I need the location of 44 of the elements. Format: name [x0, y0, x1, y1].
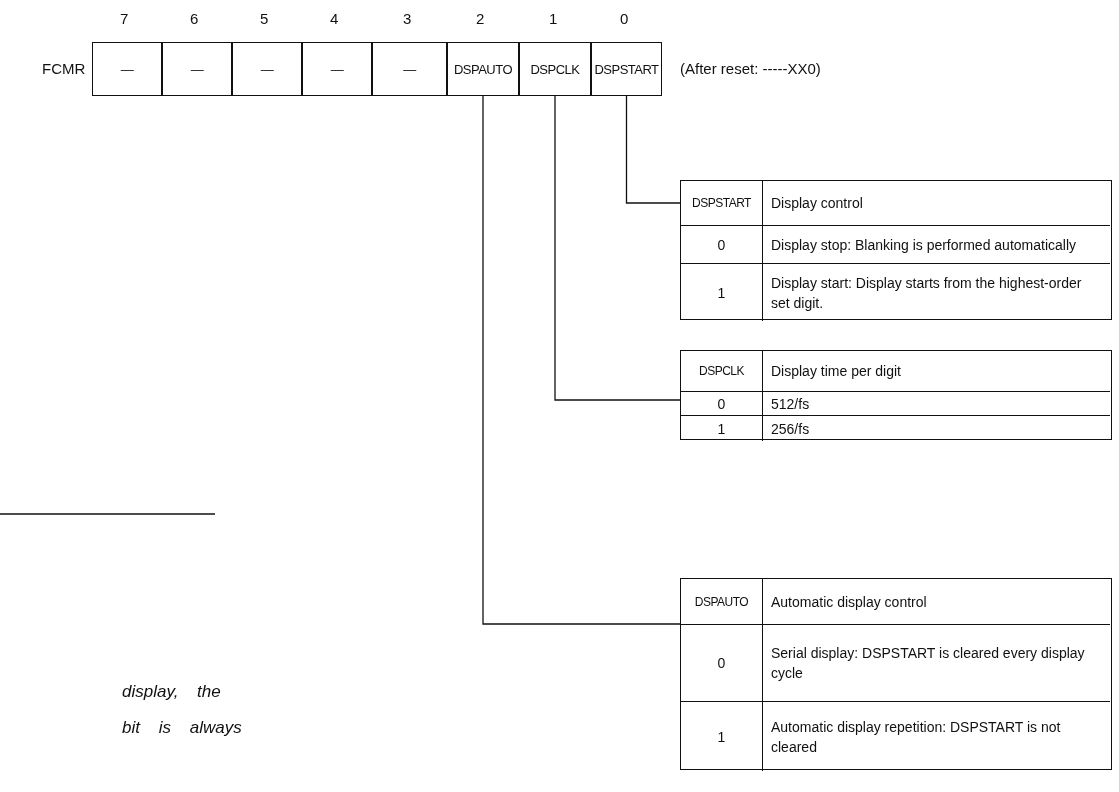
reset-value-note: (After reset: -----XX0) — [680, 60, 821, 77]
leader-line — [482, 95, 681, 625]
bit-field: — — [372, 42, 447, 96]
value-description: Automatic display repetition: DSPSTART is not cleared — [763, 701, 1110, 771]
value-description: Display stop: Blanking is performed automatically — [763, 225, 1110, 263]
bit-field: — — [302, 42, 372, 96]
bit-value: 1 — [681, 415, 763, 441]
leader-line — [554, 95, 681, 401]
bit-number: 2 — [476, 10, 485, 27]
note-text: bit is always — [122, 718, 242, 738]
bit-field: DSPSTART — [591, 42, 662, 96]
bit-value: 1 — [681, 263, 763, 321]
bit-description-table — [680, 180, 1112, 320]
bit-number: 7 — [120, 10, 129, 27]
function-heading: Automatic display control — [770, 592, 928, 612]
function-heading: Display control — [770, 194, 864, 213]
bit-number: 1 — [549, 10, 558, 27]
bit-field: — — [162, 42, 232, 96]
bit-value: 0 — [681, 624, 763, 701]
bit-number: 6 — [190, 10, 199, 27]
bit-name-heading: DSPCLK — [681, 351, 763, 391]
bit-value: 0 — [681, 225, 763, 263]
function-heading: Display time per digit — [770, 362, 902, 381]
value-description: Display start: Display starts from the highest-order set digit. — [763, 263, 1110, 321]
bit-value: 0 — [681, 391, 763, 415]
bit-name-heading: DSPSTART — [681, 181, 763, 225]
bit-description-table — [680, 350, 1112, 440]
bit-field: DSPCLK — [519, 42, 591, 96]
bit-description-table — [680, 578, 1112, 770]
bit-field: DSPAUTO — [447, 42, 519, 96]
value-description: 512/fs — [763, 391, 1110, 415]
bit-number: 0 — [620, 10, 629, 27]
bit-number: 4 — [330, 10, 339, 27]
bit-number: 5 — [260, 10, 269, 27]
value-description: 256/fs — [763, 415, 1110, 441]
register-name: FCMR — [42, 60, 86, 77]
bit-name-heading: DSPAUTO — [681, 579, 763, 624]
value-description: Serial display: DSPSTART is cleared every display cycle — [763, 624, 1110, 701]
bit-field: — — [232, 42, 302, 96]
bit-number: 3 — [403, 10, 412, 27]
bit-value: 1 — [681, 701, 763, 771]
note-text: display, the — [122, 682, 221, 702]
leader-line — [625, 95, 681, 204]
bit-field: — — [92, 42, 162, 96]
